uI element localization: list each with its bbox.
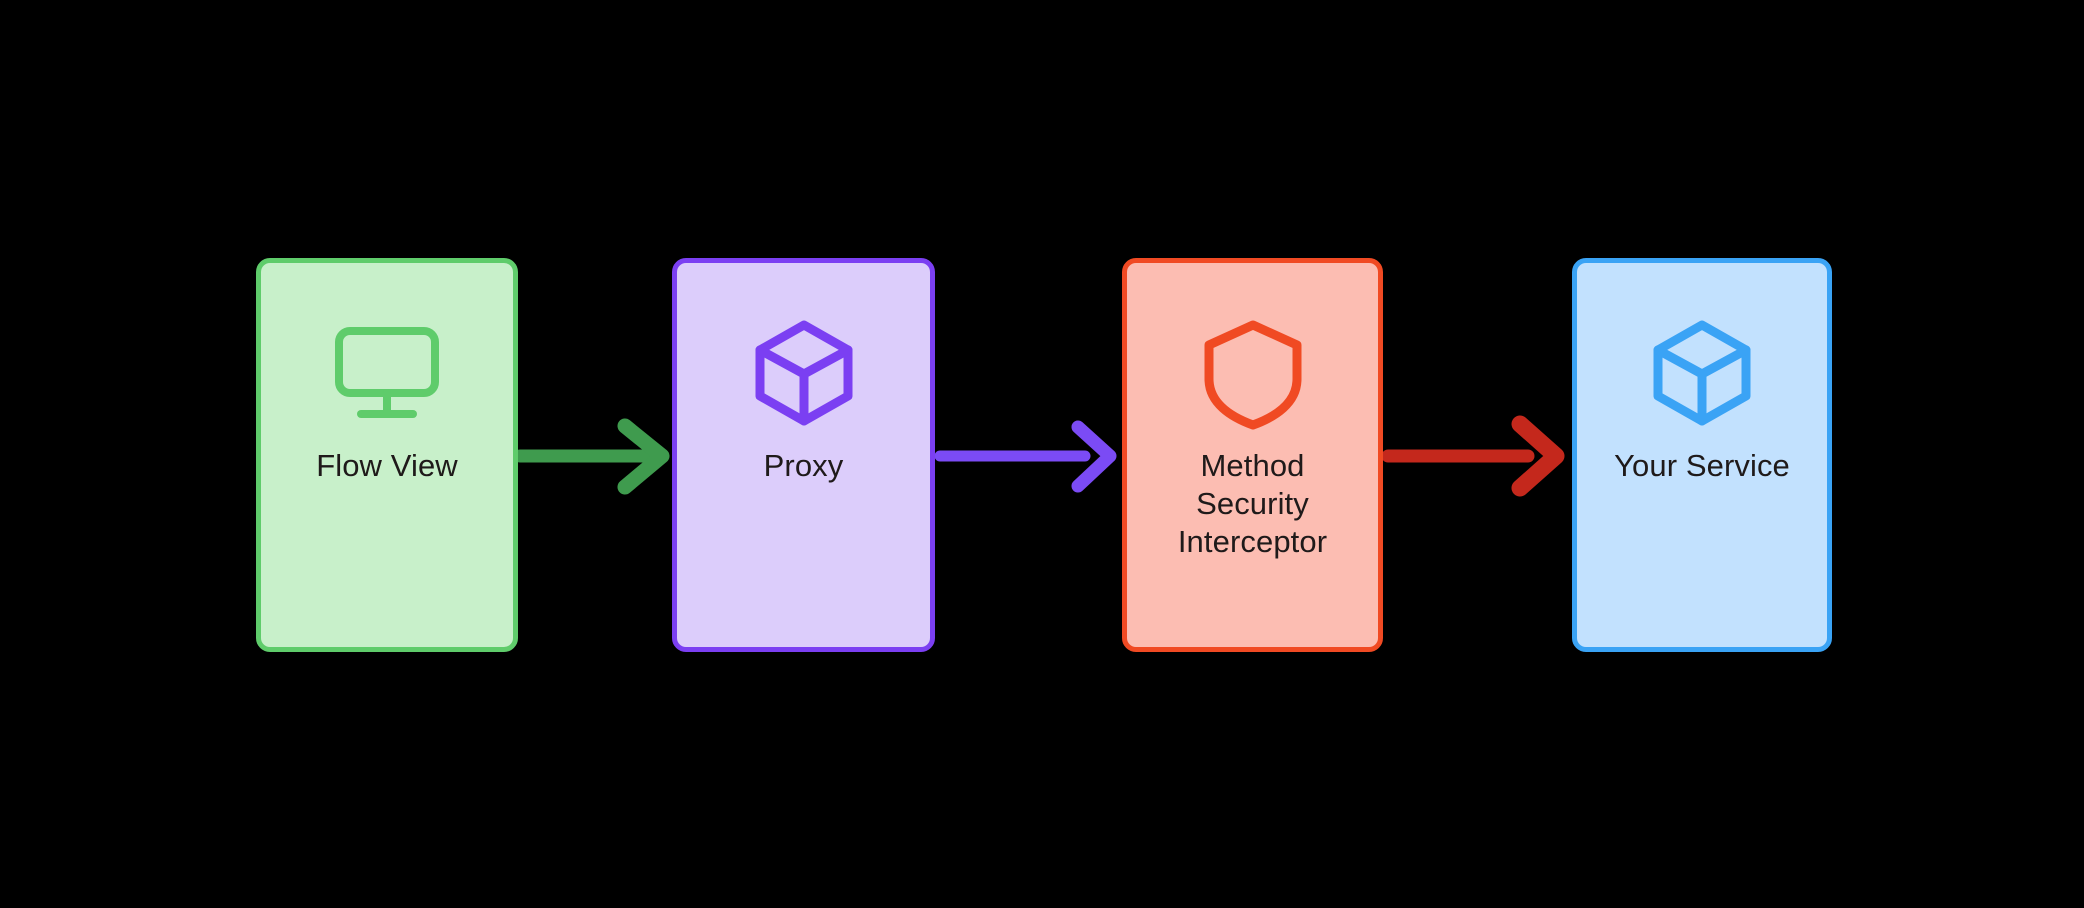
edge-flow-view-to-proxy (513, 418, 670, 495)
shield-icon (1204, 320, 1301, 430)
node-method-security-interceptor[interactable]: Method Security Interceptor (1122, 258, 1383, 652)
node-label: Method Security Interceptor (1177, 448, 1328, 559)
node-label: Flow View (316, 448, 458, 483)
node-label: Your Service (1614, 448, 1790, 483)
node-flow-view[interactable]: Flow View (256, 258, 518, 652)
node-label: Proxy (763, 448, 844, 483)
edge-proxy-to-interceptor (934, 420, 1117, 493)
cube-icon (1653, 320, 1751, 426)
node-proxy[interactable]: Proxy (672, 258, 935, 652)
arrowhead-icon (1071, 420, 1117, 493)
node-your-service[interactable]: Your Service (1572, 258, 1832, 652)
edge-interceptor-to-service (1381, 415, 1565, 497)
monitor-icon (335, 327, 439, 418)
arrowhead-icon (1511, 415, 1565, 497)
cube-icon (755, 320, 852, 426)
arrowhead-icon (617, 418, 670, 495)
